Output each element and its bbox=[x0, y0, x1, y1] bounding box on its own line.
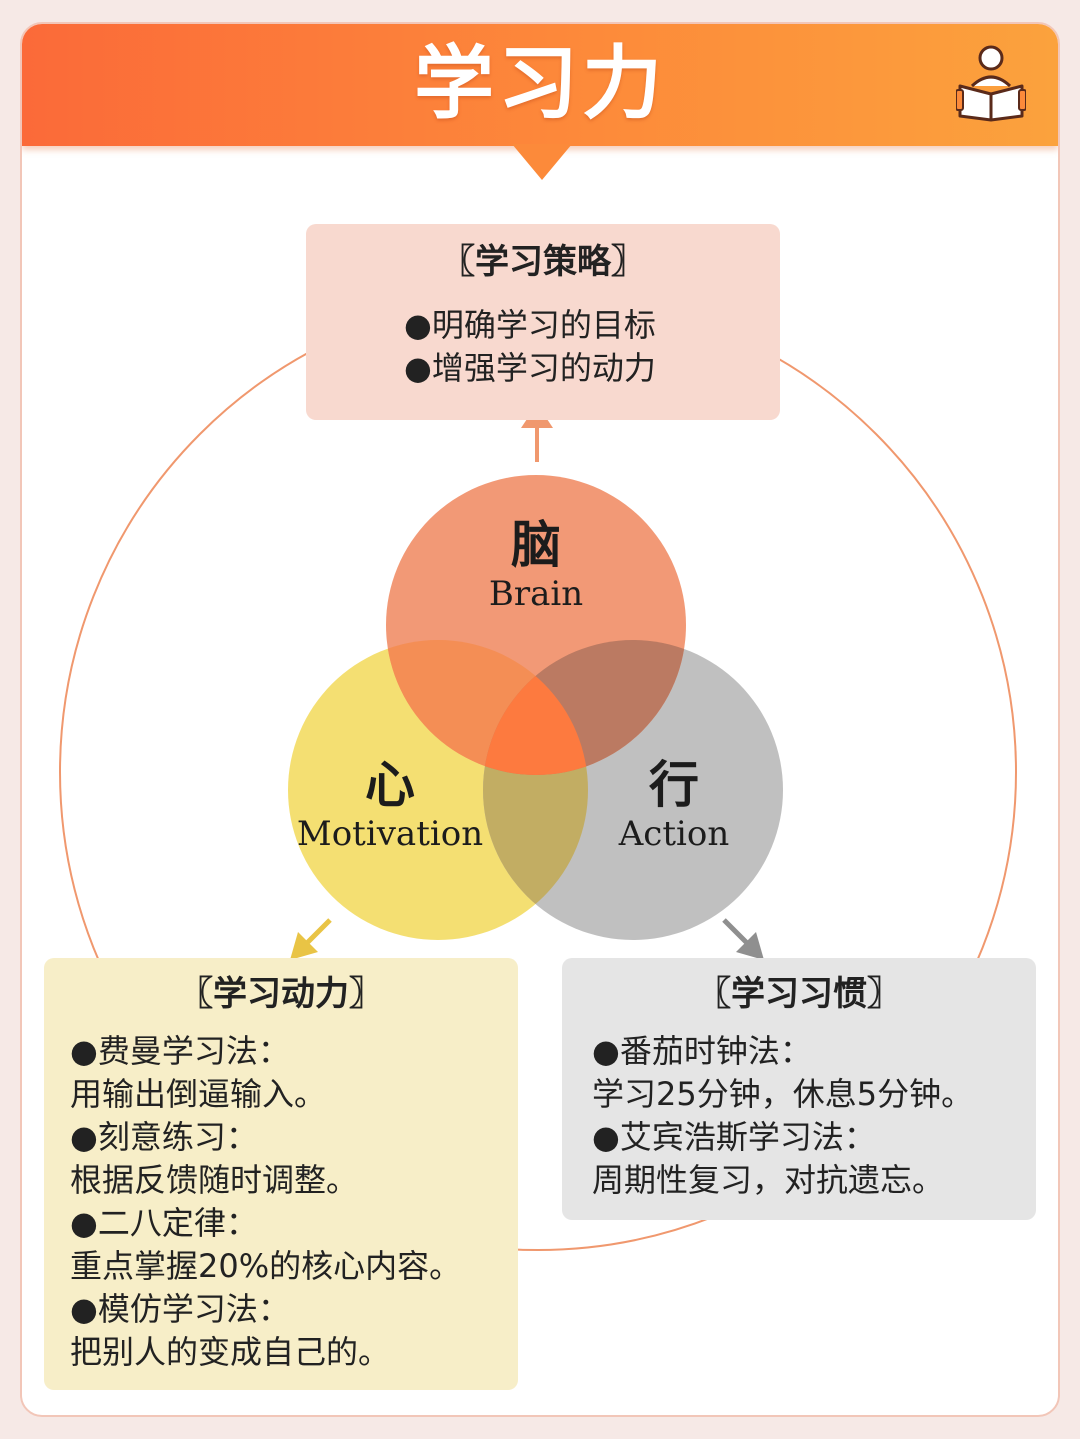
list-item: ●增强学习的动力 bbox=[404, 349, 656, 387]
list-item: ●费曼学习法： bbox=[70, 1032, 290, 1070]
arrow-down-left bbox=[290, 918, 332, 960]
brain-motivation-overlap bbox=[386, 640, 588, 775]
habit-list: ●番茄时钟法： 学习25分钟，休息5分钟。 ●艾宾浩斯学习法： 周期性复习，对抗… bbox=[592, 1030, 973, 1202]
list-item: ●番茄时钟法： bbox=[592, 1032, 812, 1070]
action-label: 行 Action bbox=[584, 756, 764, 854]
header-pointer bbox=[512, 144, 572, 180]
action-label-zh: 行 bbox=[649, 756, 699, 814]
strategy-box: 〖学习策略〗 ●明确学习的目标 ●增强学习的动力 bbox=[306, 224, 780, 420]
habit-box: 〖学习习惯〗 ●番茄时钟法： 学习25分钟，休息5分钟。 ●艾宾浩斯学习法： 周… bbox=[562, 958, 1036, 1220]
list-item: 周期性复习，对抗遗忘。 bbox=[592, 1161, 945, 1199]
motivation-list: ●费曼学习法： 用输出倒逼输入。 ●刻意练习： 根据反馈随时调整。 ●二八定律：… bbox=[70, 1030, 461, 1374]
motivation-title: 〖学习动力〗 bbox=[179, 974, 383, 1014]
brain-label-zh: 脑 bbox=[511, 516, 561, 574]
list-item: ●模仿学习法： bbox=[70, 1290, 290, 1328]
list-item: ●明确学习的目标 bbox=[404, 306, 656, 344]
motivation-label-en: Motivation bbox=[296, 814, 484, 854]
list-item: ●二八定律： bbox=[70, 1204, 258, 1242]
list-item: ●刻意练习： bbox=[70, 1118, 258, 1156]
brain-action-overlap bbox=[483, 640, 686, 775]
reader-book-icon bbox=[956, 45, 1026, 122]
list-item: 学习25分钟，休息5分钟。 bbox=[592, 1075, 974, 1113]
list-item: 把别人的变成自己的。 bbox=[70, 1333, 391, 1371]
list-item: 用输出倒逼输入。 bbox=[70, 1075, 327, 1113]
habit-title: 〖学习习惯〗 bbox=[697, 974, 901, 1014]
motivation-label: 心 Motivation bbox=[280, 756, 500, 854]
action-label-en: Action bbox=[618, 814, 730, 854]
header-banner: 学习力 bbox=[22, 24, 1058, 146]
brain-label: 脑 Brain bbox=[436, 516, 636, 614]
page-title: 学习力 bbox=[414, 37, 666, 130]
list-item: 根据反馈随时调整。 bbox=[70, 1161, 359, 1199]
motivation-label-zh: 心 bbox=[365, 756, 415, 814]
strategy-title: 〖学习策略〗 bbox=[441, 242, 645, 282]
arrow-down-right bbox=[722, 918, 764, 960]
list-item: ●艾宾浩斯学习法： bbox=[592, 1118, 876, 1156]
motivation-box: 〖学习动力〗 ●费曼学习法： 用输出倒逼输入。 ●刻意练习： 根据反馈随时调整。… bbox=[44, 958, 518, 1390]
brain-label-en: Brain bbox=[488, 574, 584, 614]
strategy-list: ●明确学习的目标 ●增强学习的动力 bbox=[404, 304, 656, 390]
list-item: 重点掌握20%的核心内容。 bbox=[70, 1247, 462, 1285]
